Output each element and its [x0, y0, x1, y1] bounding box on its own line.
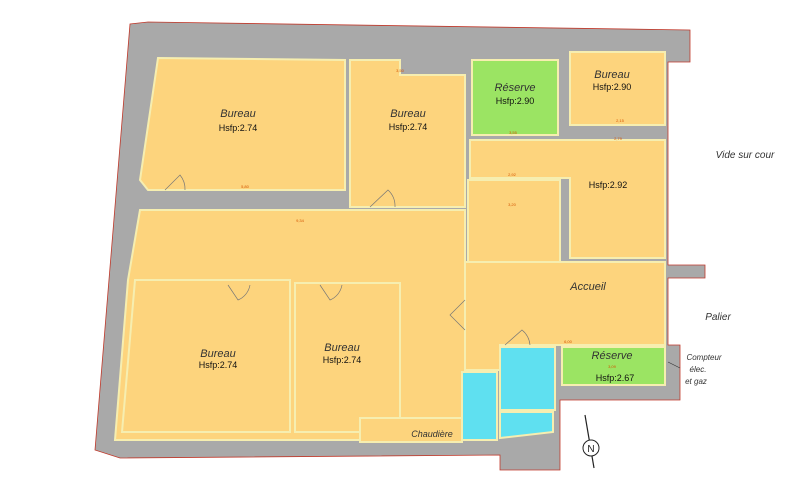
room-height: Hsfp:2.74 — [389, 122, 428, 132]
dimension: 6,00 — [564, 339, 573, 344]
room-corridor[interactable] — [467, 179, 561, 263]
room-height: Hsfp:2.74 — [323, 355, 362, 365]
meter-label: et gaz — [685, 377, 707, 386]
room-label: Réserve — [495, 82, 536, 94]
room-bureau-1[interactable] — [138, 56, 346, 191]
room-hsfp-292[interactable] — [469, 139, 666, 259]
meter-label: Compteur — [686, 353, 721, 362]
room-label: Bureau — [390, 108, 425, 120]
dimension: 2,79 — [614, 136, 623, 141]
room-reserve-2[interactable] — [561, 346, 666, 386]
meter-leader-line — [667, 361, 681, 369]
dimension: 2,92 — [508, 172, 517, 177]
north-compass-icon: N — [582, 414, 600, 469]
dimension: 3,20 — [508, 202, 517, 207]
room-height: Hsfp:2.67 — [596, 373, 635, 383]
courtyard-label: Vide sur cour — [716, 150, 775, 161]
dimension: 9,34 — [296, 218, 305, 223]
dimension: 5,80 — [241, 184, 250, 189]
room-label: Chaudière — [411, 429, 453, 439]
room-chaudiere[interactable] — [359, 417, 463, 443]
door-arc — [369, 189, 396, 208]
room-bureau-3[interactable] — [569, 51, 666, 126]
room-label: Accueil — [569, 281, 606, 293]
room-label: Bureau — [594, 69, 629, 81]
room-label: Bureau — [324, 342, 359, 354]
room-height: Hsfp:2.90 — [593, 82, 632, 92]
room-reserve-1[interactable] — [471, 59, 559, 136]
door-arc — [164, 174, 186, 191]
room-height: Hsfp:2.74 — [199, 360, 238, 370]
dimension: 3,09 — [608, 364, 617, 369]
landing-label: Palier — [705, 312, 731, 323]
meter-label: élec. — [690, 365, 707, 374]
dimension: 3,55 — [509, 130, 518, 135]
door-arc — [227, 284, 251, 301]
room-height: Hsfp:2.90 — [496, 96, 535, 106]
door-arc — [449, 299, 466, 331]
room-height: Hsfp:2.74 — [219, 123, 258, 133]
dimension: 3,50 — [396, 68, 405, 73]
room-label: Réserve — [592, 350, 633, 362]
door-arc — [319, 284, 343, 301]
room-wc-3[interactable] — [499, 411, 554, 440]
compass-label: N — [587, 444, 594, 455]
room-bureau-4[interactable] — [120, 279, 291, 433]
dimension: 2,15 — [616, 118, 625, 123]
door-arc — [504, 329, 531, 346]
room-bureau-2[interactable] — [349, 59, 466, 208]
room-height: Hsfp:2.92 — [589, 180, 628, 190]
room-wc-2[interactable] — [461, 371, 498, 441]
room-label: Bureau — [200, 348, 235, 360]
room-label: Bureau — [220, 108, 255, 120]
room-wc-1[interactable] — [499, 346, 556, 411]
